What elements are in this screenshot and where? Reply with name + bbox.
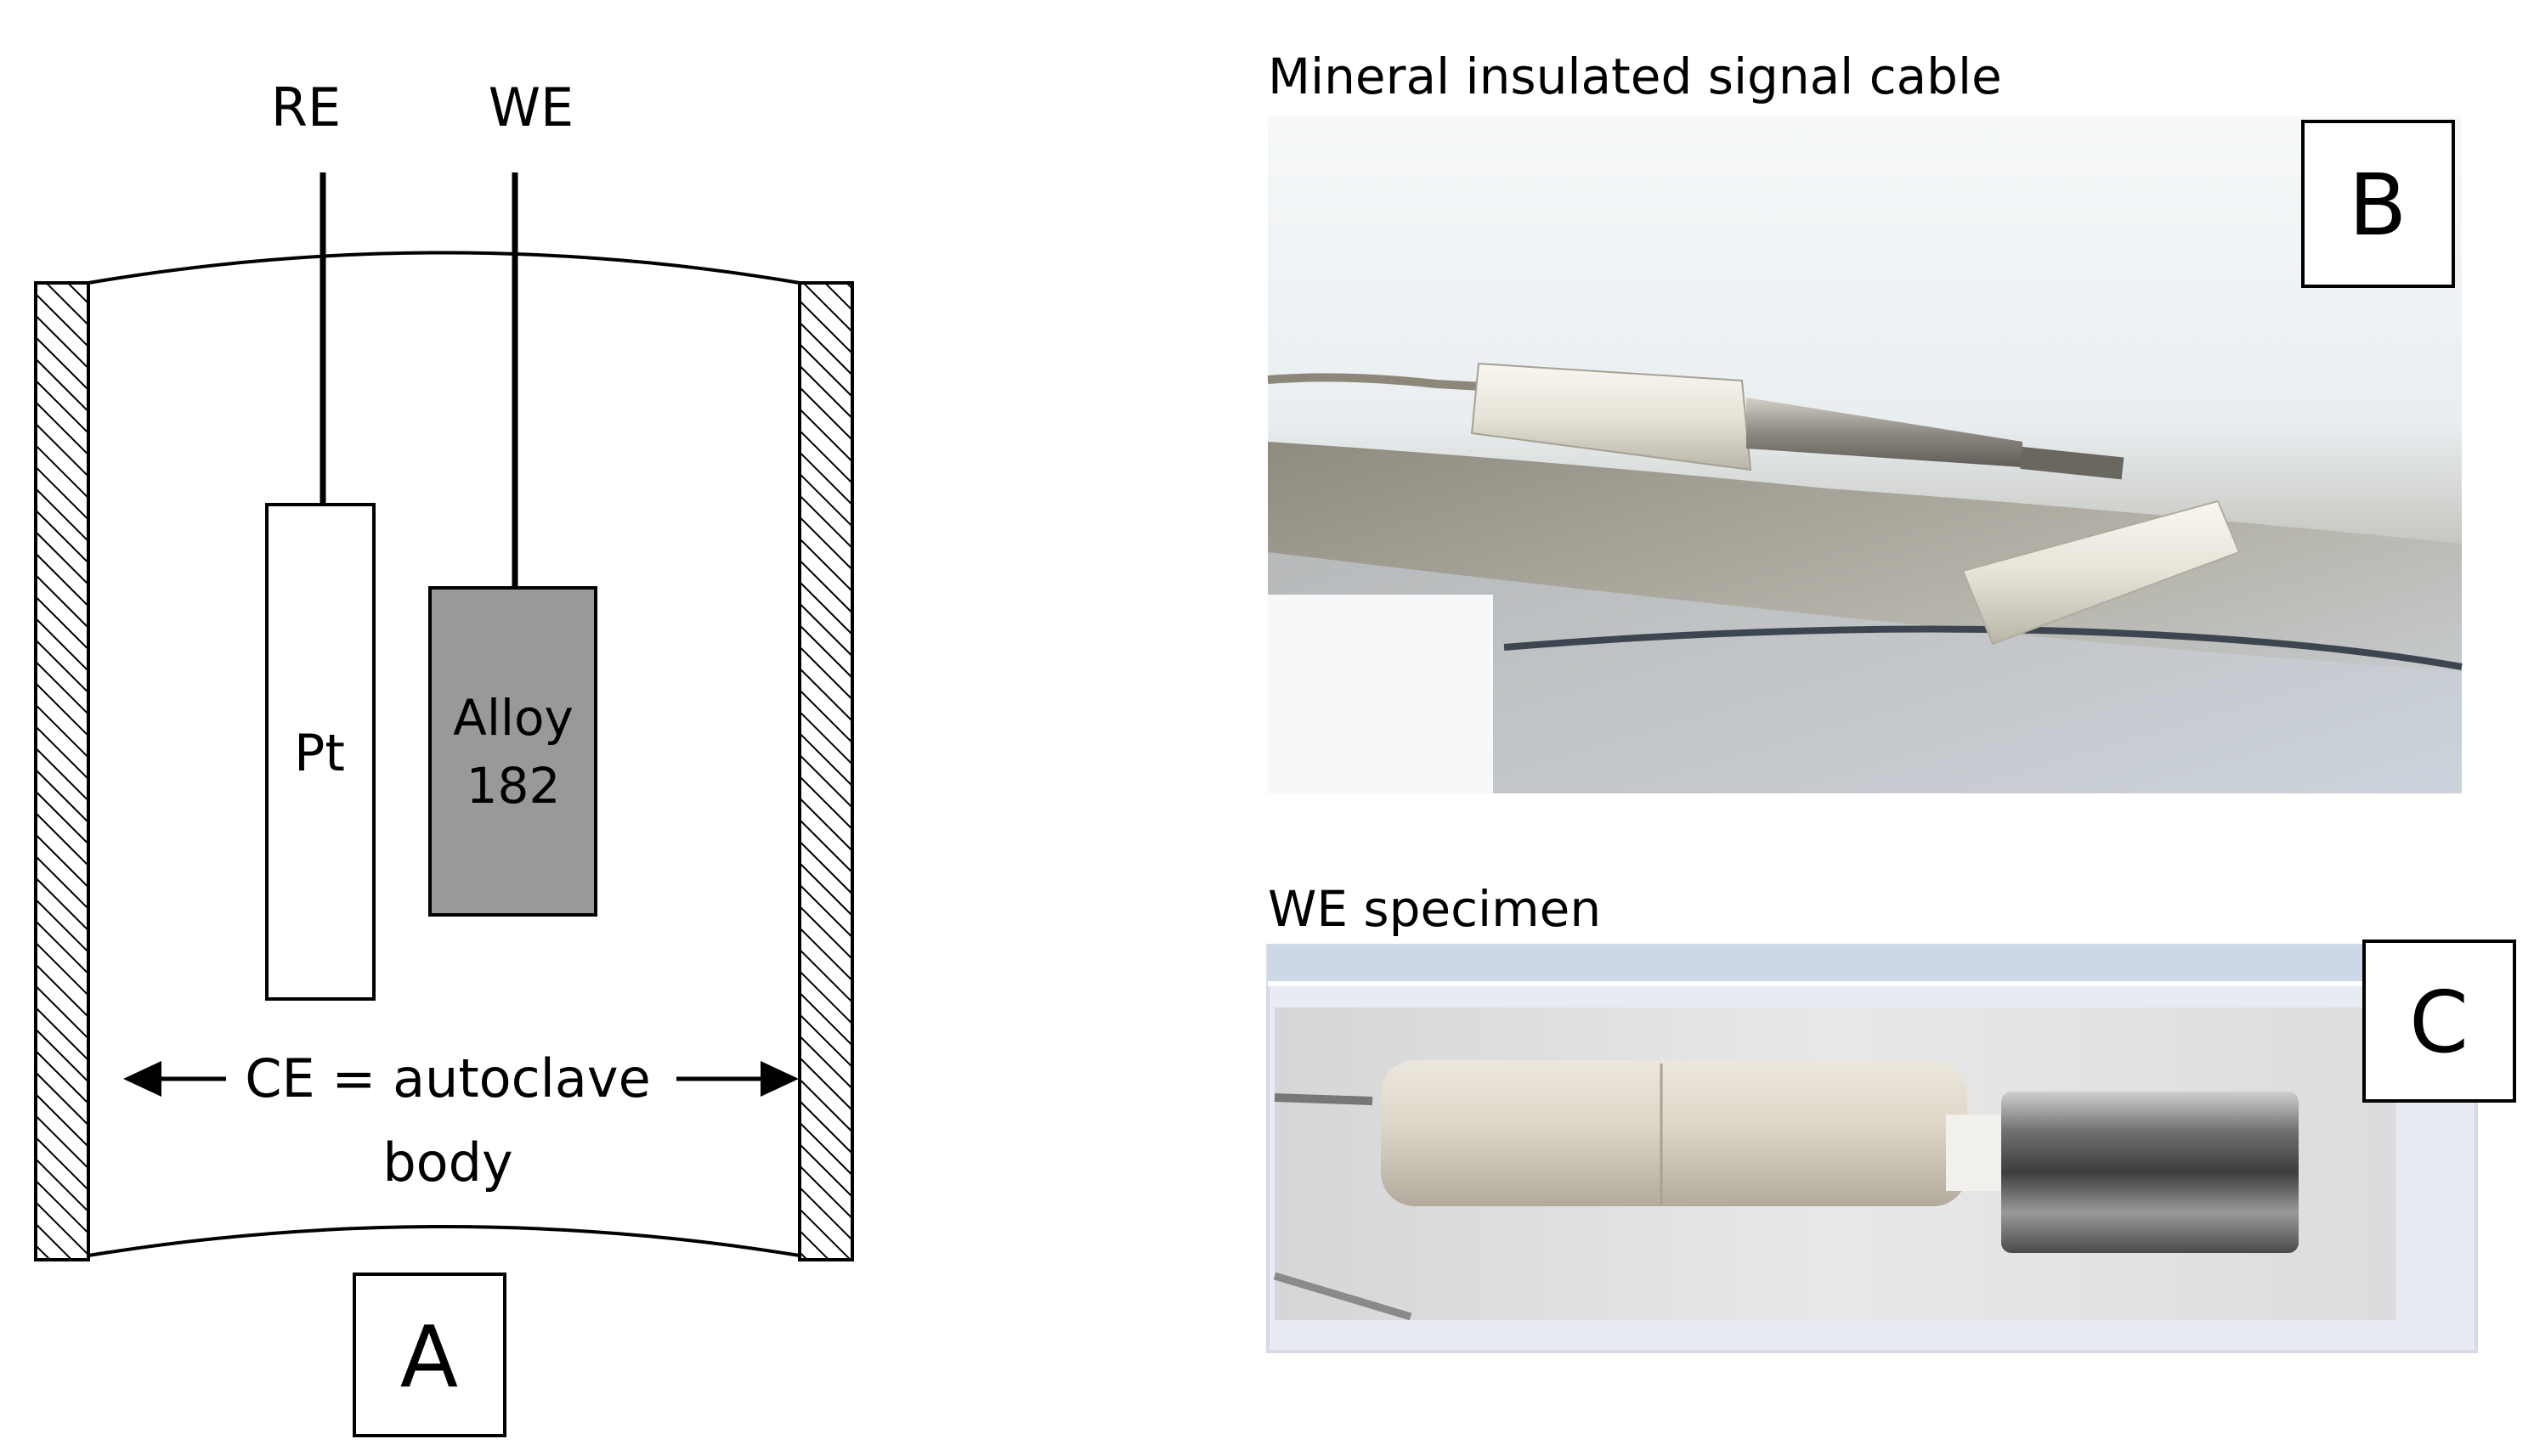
panel-b-letter: B [2349,155,2407,255]
ce-label-line1: CE = autoclave [245,1047,651,1109]
alloy-electrode [428,586,597,917]
autoclave-wall-left [34,281,90,1261]
alloy-label-line2: 182 [467,757,561,815]
ce-arrow-left-head [123,1061,161,1097]
we-label: WE [489,76,574,138]
panel-b-photo: Mineral insulated signal cable B [1267,48,2463,793]
panel-c-photo: WE specimen C [1266,880,2516,1353]
panel-a-schematic: RE WE Pt Alloy 182 CE = autoclave body A [34,76,854,1437]
autoclave-bottom-edge [88,1225,800,1257]
panel-b-letter-box [2301,120,2455,288]
panel-b-caption: Mineral insulated signal cable [1268,48,2002,105]
re-label: RE [271,76,341,138]
ce-arrow-right-head [761,1061,799,1097]
ce-label-line2: body [382,1132,512,1194]
autoclave-top-edge [88,251,800,285]
panel-a-letter-box [353,1273,506,1437]
pt-electrode [265,503,376,1001]
alloy-label-line1: Alloy [453,689,574,747]
panel-c-letter: C [2409,973,2469,1072]
autoclave-wall-right [798,281,854,1261]
panel-c-caption: WE specimen [1268,880,1601,938]
specimen-photo [1273,1007,2396,1321]
cable-photo [1267,116,2463,793]
panel-a-letter: A [400,1307,458,1407]
pt-label: Pt [294,724,345,783]
panel-c-letter-box [2362,940,2516,1103]
